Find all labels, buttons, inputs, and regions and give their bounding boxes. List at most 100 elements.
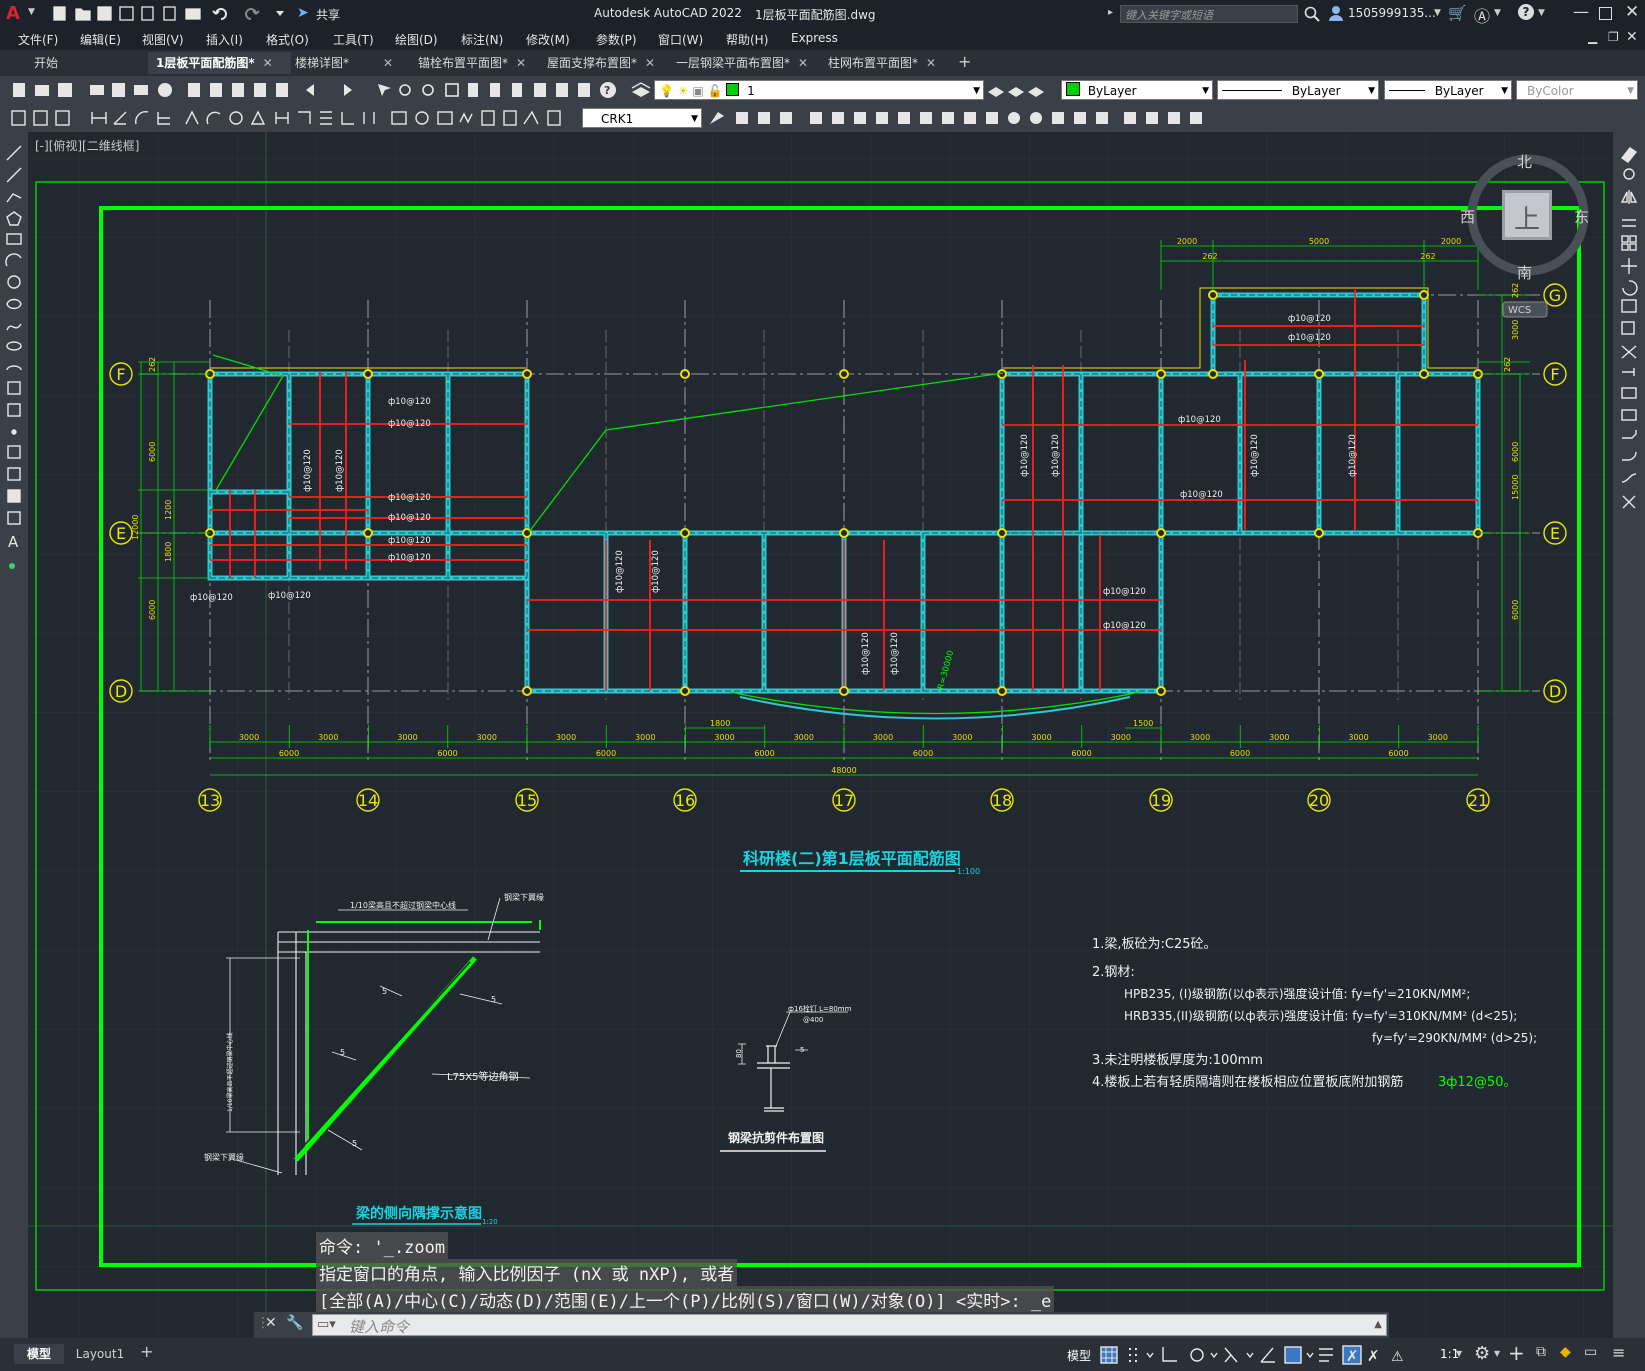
menu-view[interactable]: 视图(V) bbox=[142, 33, 184, 47]
new-tab-icon[interactable]: + bbox=[958, 52, 972, 71]
command-input[interactable]: ▭▾ 键入命令 ▲ bbox=[312, 1314, 1387, 1336]
autodesk-a360-icon[interactable]: Ⓐ bbox=[1474, 7, 1491, 26]
dimension-toolbar-icons[interactable] bbox=[8, 108, 583, 128]
layer-dropdown[interactable]: 💡 ☀ ▣ 🔓 1 ▼ bbox=[654, 80, 984, 100]
tab-close-icon[interactable]: ✕ bbox=[645, 56, 656, 70]
svg-text:19: 19 bbox=[1151, 791, 1171, 810]
lineweight-dropdown[interactable]: ByLayer ▼ bbox=[1384, 80, 1512, 100]
menu-modify[interactable]: 修改(M) bbox=[526, 33, 570, 47]
share-button[interactable]: 共享 bbox=[316, 8, 341, 22]
tab-roof-bracing[interactable]: 屋面支撑布置图*✕ bbox=[539, 52, 672, 74]
tab-close-icon[interactable]: ✕ bbox=[262, 56, 273, 70]
tab-close-icon[interactable]: ✕ bbox=[516, 56, 527, 70]
user-icon[interactable] bbox=[1328, 5, 1344, 21]
menu-parametric[interactable]: 参数(P) bbox=[596, 33, 637, 47]
close-window-icon[interactable]: ✕ bbox=[1625, 2, 1640, 22]
dim-text: 3000 bbox=[1190, 733, 1210, 742]
app-menu-chevron-icon[interactable]: ▼ bbox=[28, 7, 35, 17]
color-dropdown[interactable]: ByLayer ▼ bbox=[1061, 80, 1213, 100]
tab-column-grid[interactable]: 柱网布置平面图*✕ bbox=[820, 52, 956, 74]
layout-tab-layout1[interactable]: Layout1 bbox=[70, 1344, 130, 1364]
menu-express[interactable]: Express bbox=[791, 31, 838, 45]
autocad-logo-icon[interactable]: A bbox=[6, 3, 20, 24]
tab-close-icon[interactable]: ✕ bbox=[926, 56, 937, 70]
share-icon[interactable]: ➤ bbox=[297, 5, 309, 21]
menu-draw[interactable]: 绘图(D) bbox=[395, 33, 438, 47]
a360-chevron-icon[interactable]: ▼ bbox=[1494, 8, 1501, 18]
viewcube-west[interactable]: 西 bbox=[1460, 208, 1475, 226]
lineweight-preview bbox=[1389, 90, 1425, 91]
hatch-icon bbox=[7, 445, 21, 459]
model-space-button[interactable]: 模型 bbox=[1067, 1349, 1092, 1363]
status-toggles[interactable]: ✗ ✗ ⚠ bbox=[1097, 1344, 1517, 1366]
menu-window[interactable]: 窗口(W) bbox=[658, 33, 704, 47]
viewcube-wcs[interactable]: WCS bbox=[1508, 305, 1531, 316]
clean-screen-icon[interactable]: ▭ bbox=[1584, 1344, 1598, 1360]
isolate-objects-icon[interactable]: ⧉ bbox=[1536, 1344, 1546, 1360]
rebar-label: ф10@120 bbox=[388, 536, 431, 546]
viewcube-face[interactable]: 上 bbox=[1514, 205, 1540, 235]
user-name[interactable]: 1505999135... bbox=[1348, 6, 1436, 20]
user-menu-chevron-icon[interactable]: ▼ bbox=[1434, 8, 1441, 18]
menu-tools[interactable]: 工具(T) bbox=[333, 33, 374, 47]
command-customize-icon[interactable]: 🔧 bbox=[286, 1315, 304, 1331]
axis-bubble: 17 bbox=[832, 788, 856, 812]
tab-1f-slab-plan[interactable]: 1层板平面配筋图*✕ bbox=[148, 52, 291, 74]
standard-toolbar-icons[interactable]: ? bbox=[8, 80, 668, 100]
search-input[interactable]: 键入关键字或短语 bbox=[1120, 5, 1298, 23]
dim-total: 48000 bbox=[831, 766, 856, 775]
viewcube-east[interactable]: 东 bbox=[1574, 208, 1589, 226]
cart-icon[interactable]: 🛒 bbox=[1448, 4, 1467, 22]
minimize-window-icon[interactable]: — bbox=[1573, 2, 1589, 21]
linetype-dropdown[interactable]: ByLayer ▼ bbox=[1217, 80, 1379, 100]
add-scale-icon[interactable]: + bbox=[1508, 1341, 1525, 1365]
workspace-chevron-icon[interactable]: ▼ bbox=[1494, 1349, 1501, 1358]
help-chevron-icon[interactable]: ▼ bbox=[1538, 8, 1545, 18]
add-layout-icon[interactable]: + bbox=[140, 1342, 154, 1361]
layout-tab-model[interactable]: 模型 bbox=[14, 1344, 64, 1364]
menu-dimension[interactable]: 标注(N) bbox=[461, 33, 504, 47]
menu-file[interactable]: 文件(F) bbox=[18, 33, 59, 47]
maximize-window-icon[interactable] bbox=[1599, 7, 1612, 20]
text-style-dropdown[interactable]: CRK1 ▼ bbox=[582, 108, 702, 128]
viewcube[interactable]: 上 北 南 西 东 WCS bbox=[1460, 153, 1589, 318]
workspace-gear-icon[interactable]: ⚙ bbox=[1474, 1343, 1491, 1364]
plotstyle-dropdown[interactable]: ByColor ▼ bbox=[1516, 80, 1638, 100]
layer-properties-icon[interactable] bbox=[630, 80, 652, 100]
search-expand-icon[interactable]: ▸ bbox=[1108, 7, 1114, 18]
doc-close-icon[interactable]: ✕ bbox=[1626, 29, 1638, 45]
customize-statusbar-icon[interactable]: ≡ bbox=[1612, 1343, 1626, 1362]
doc-restore-icon[interactable]: ❐ bbox=[1608, 30, 1619, 44]
annotation-visibility-icon bbox=[1342, 1345, 1362, 1365]
scale-chevron-icon[interactable]: ▼ bbox=[1456, 1349, 1463, 1358]
tab-stair-detail[interactable]: 楼梯详图*✕ bbox=[287, 52, 413, 74]
tab-1f-steel-beam[interactable]: 一层钢梁平面布置图*✕ bbox=[668, 52, 824, 74]
modify-toolbar-icons[interactable] bbox=[706, 108, 1226, 128]
menu-insert[interactable]: 插入(I) bbox=[206, 33, 243, 47]
command-scroll-icon[interactable]: ▲ bbox=[1374, 1319, 1382, 1330]
annotation-scale-value[interactable]: 1:1 bbox=[1440, 1347, 1460, 1361]
tab-start[interactable]: 开始 bbox=[26, 52, 152, 74]
command-close-icon[interactable]: ✕ bbox=[265, 1315, 277, 1331]
modify-side-icons[interactable] bbox=[1619, 142, 1641, 532]
tab-close-icon[interactable]: ✕ bbox=[383, 56, 394, 70]
viewcube-north[interactable]: 北 bbox=[1517, 153, 1532, 171]
lineweight-icon bbox=[1319, 1348, 1333, 1362]
tab-close-icon[interactable]: ✕ bbox=[798, 56, 809, 70]
menu-format[interactable]: 格式(O) bbox=[266, 33, 309, 47]
help-icon[interactable]: ? bbox=[1518, 4, 1534, 20]
viewport-controls-label[interactable]: [-][俯视][二维线框] bbox=[35, 139, 140, 153]
viewcube-south[interactable]: 南 bbox=[1517, 264, 1532, 282]
graphics-performance-icon[interactable]: ◆ bbox=[1560, 1344, 1571, 1360]
menu-edit[interactable]: 编辑(E) bbox=[80, 33, 121, 47]
draw-toolbar-icons[interactable]: A bbox=[4, 142, 26, 582]
tab-anchor-plan[interactable]: 锚栓布置平面图*✕ bbox=[410, 52, 543, 74]
layer-tools-icons[interactable] bbox=[986, 80, 1048, 100]
command-bar-grip-icon[interactable]: ⋮ bbox=[256, 1315, 270, 1331]
doc-minimize-icon[interactable]: ▁ bbox=[1588, 30, 1598, 44]
menu-help[interactable]: 帮助(H) bbox=[726, 33, 769, 47]
search-icon[interactable] bbox=[1304, 6, 1320, 22]
command-recent-icon[interactable]: ▭▾ bbox=[317, 1317, 336, 1332]
